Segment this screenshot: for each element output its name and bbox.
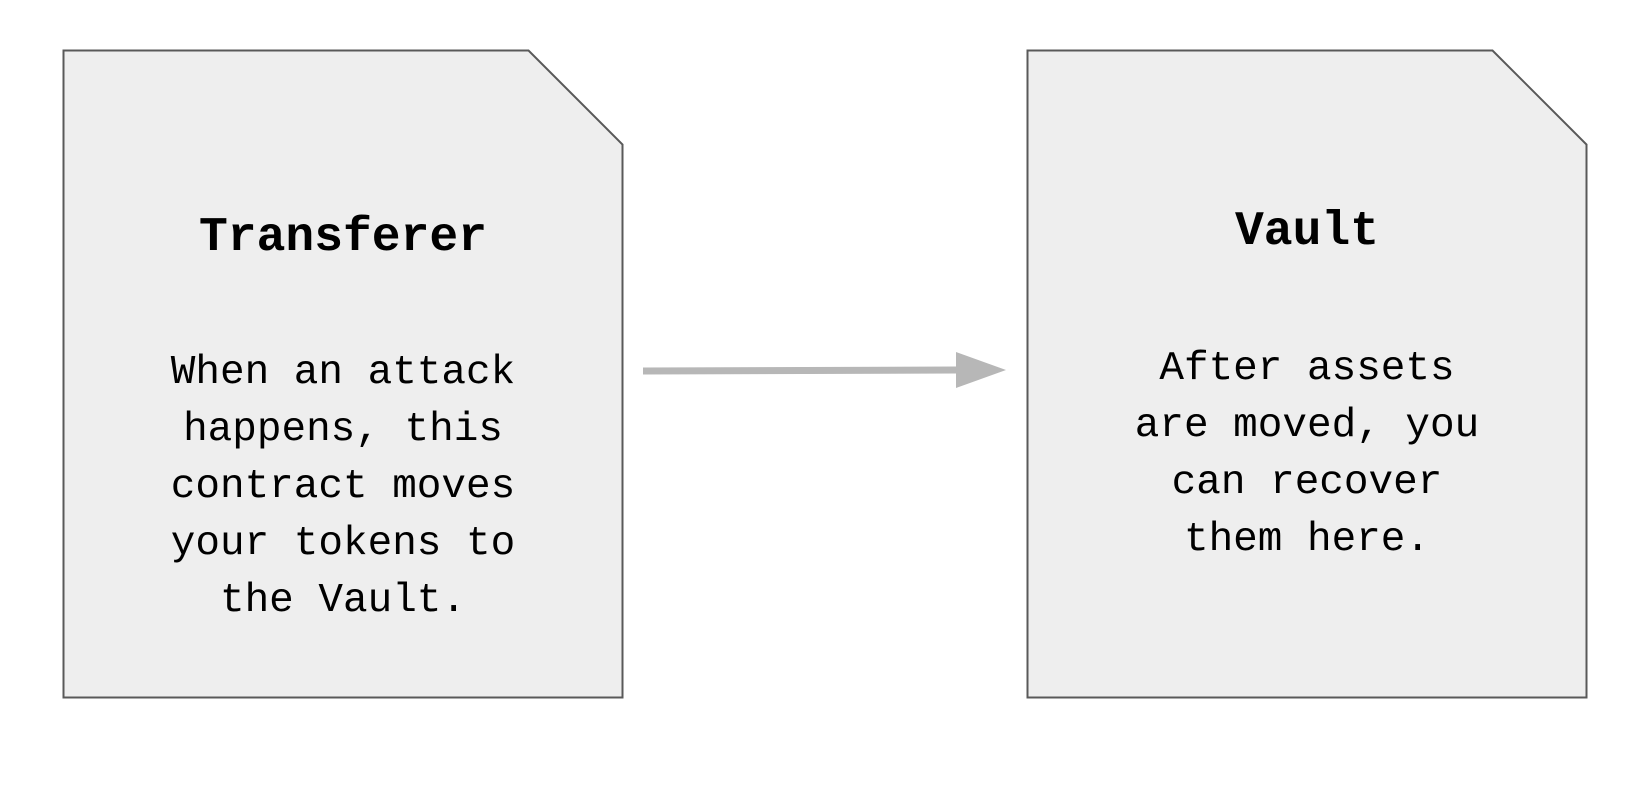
vault-title: Vault: [1234, 205, 1380, 259]
transferer-description: When an attack happens, this contract mo…: [170, 350, 516, 624]
vault-card-shape: [1026, 49, 1588, 699]
vault-card: Vault After assets are moved, you can re…: [1027, 50, 1587, 698]
transferer-card-shape: [62, 49, 624, 699]
vault-description: After assets are moved, you can recover …: [1134, 346, 1480, 563]
arrow-head: [956, 352, 1006, 388]
transferer-title: Transferer: [198, 211, 488, 265]
transferer-card: Transferer When an attack happens, this …: [63, 50, 623, 698]
arrow-shaft: [642, 366, 959, 375]
